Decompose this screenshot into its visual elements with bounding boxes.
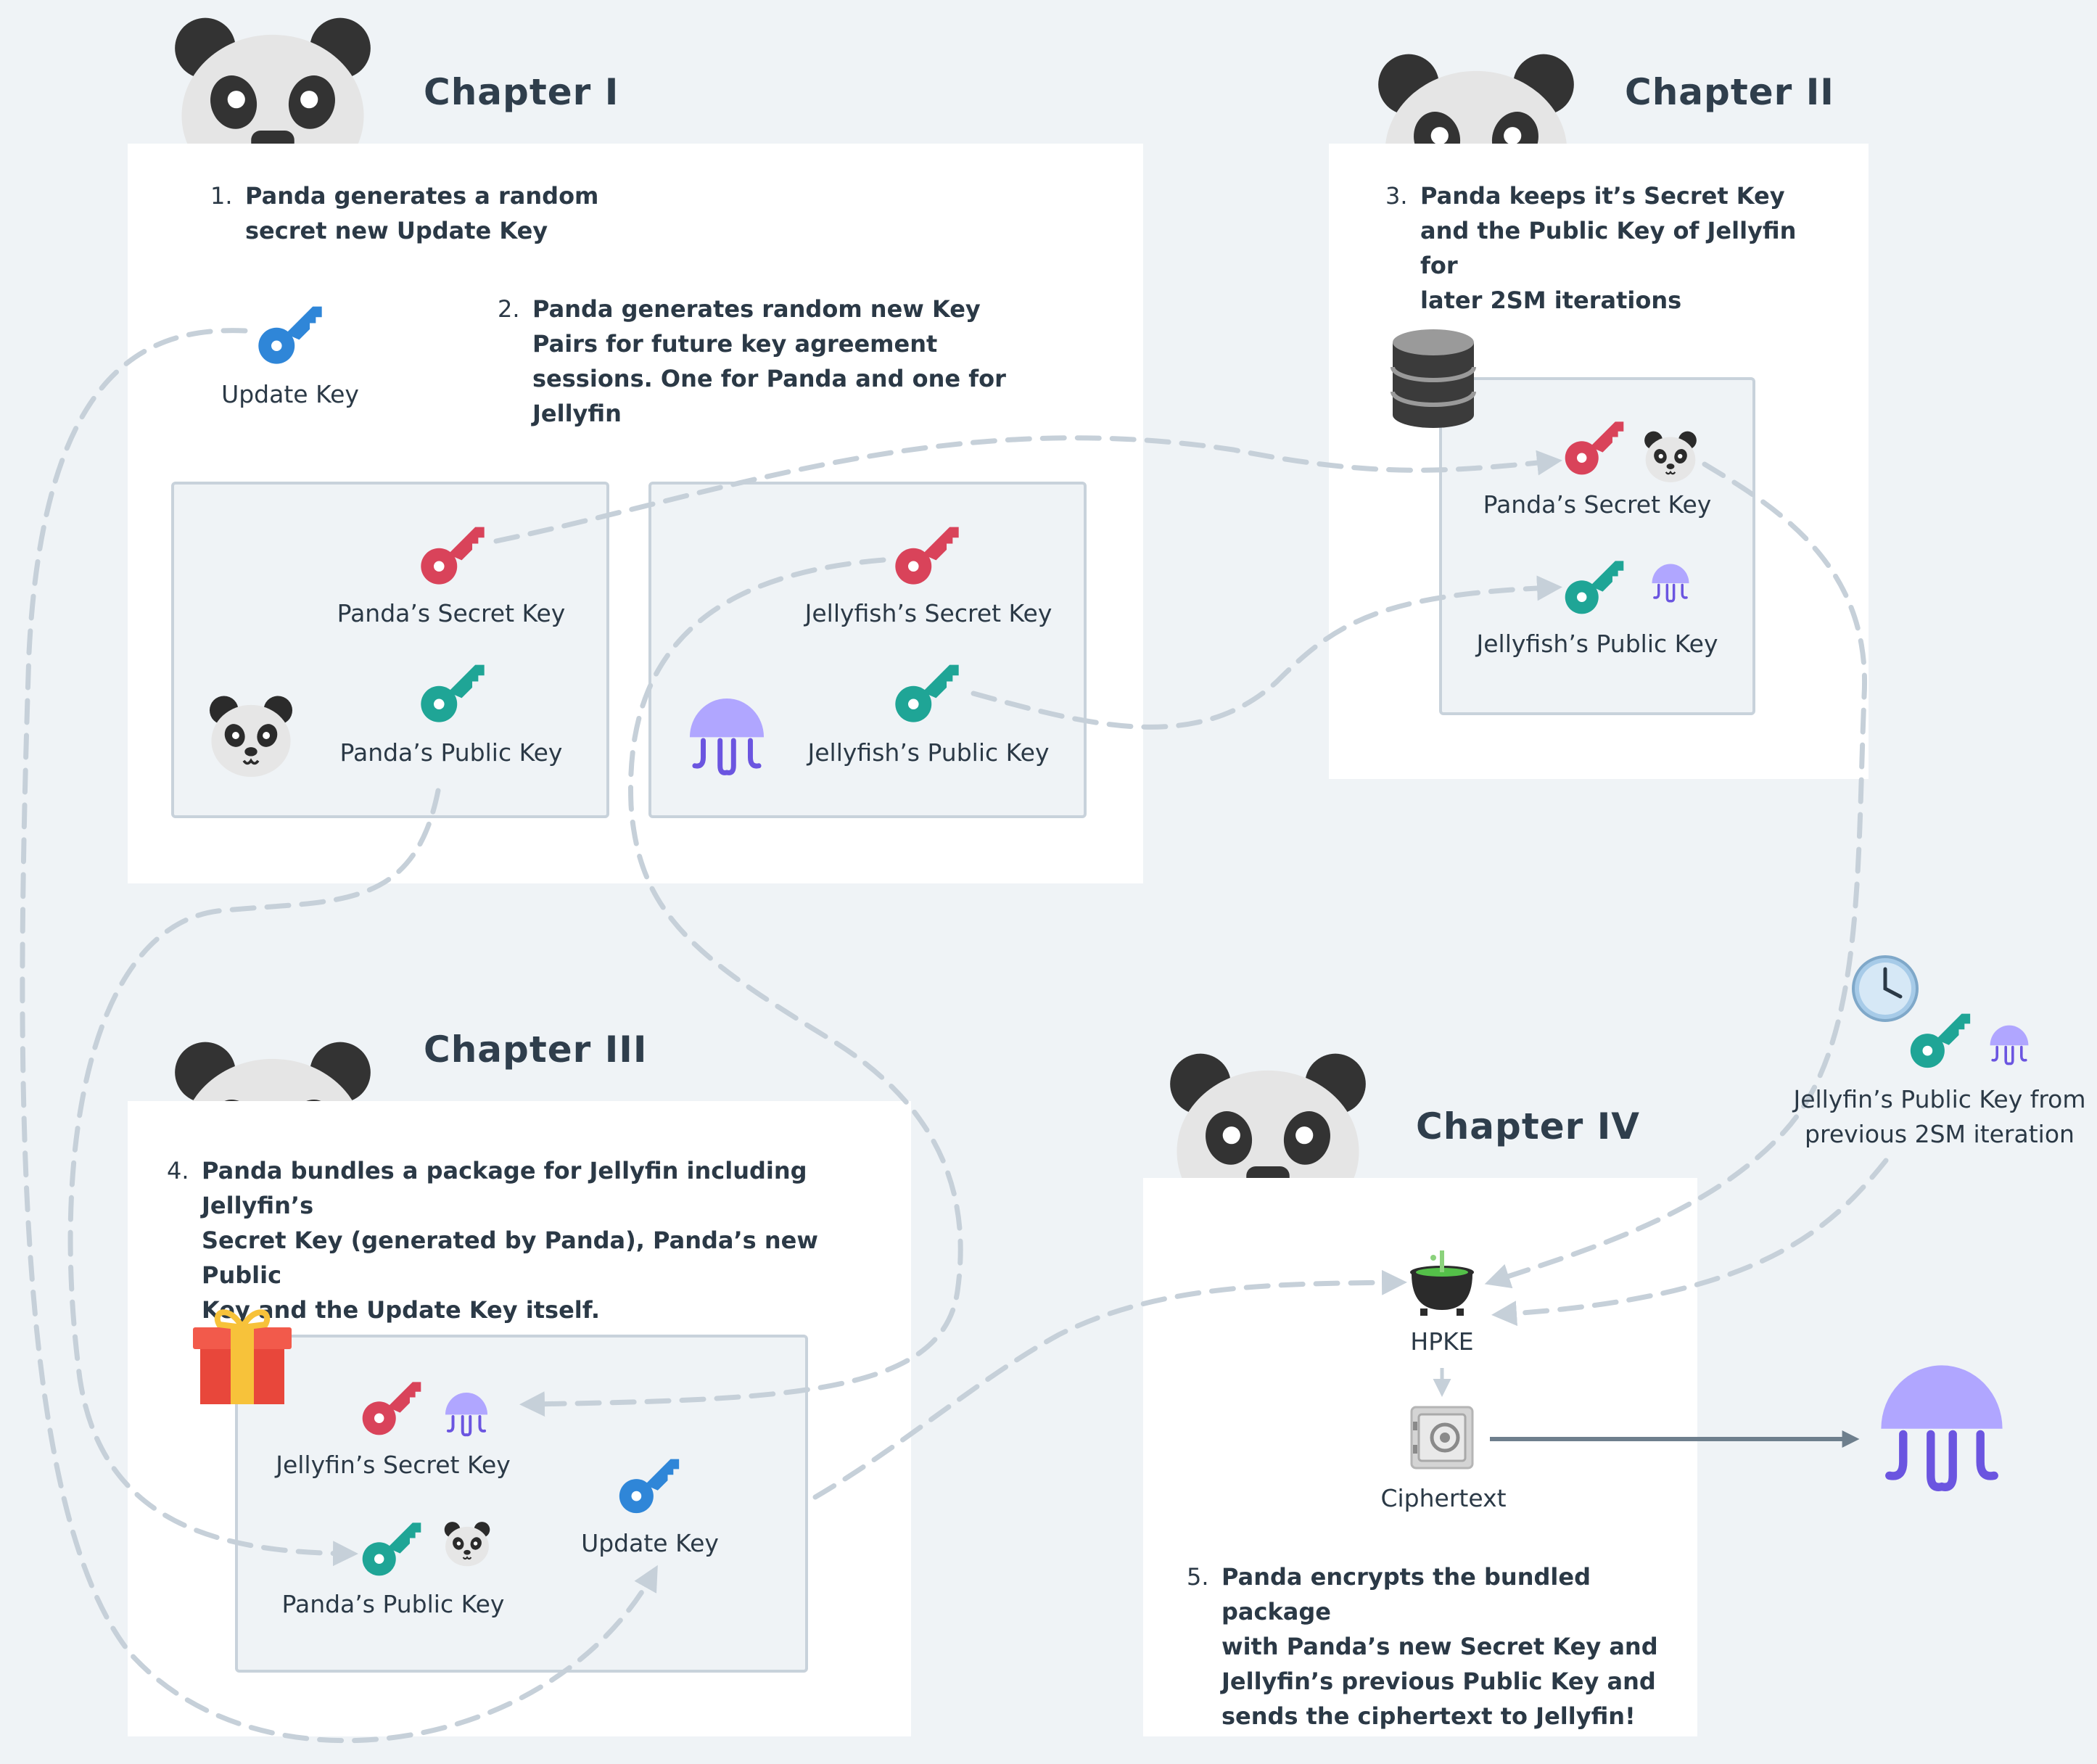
chapter-4-title: Chapter IV (1416, 1105, 1640, 1147)
panda-secret-key-label: Panda’s Secret Key (1483, 490, 1712, 519)
step-number: 2. (498, 295, 520, 323)
step-1-text: 1. Panda generates a random secret new U… (210, 178, 753, 248)
gift-icon (193, 1309, 292, 1404)
chapter-1-title: Chapter I (424, 71, 619, 113)
package-box (235, 1335, 808, 1673)
key-icon (362, 1382, 421, 1435)
step-line: Panda encrypts the bundled package (1221, 1563, 1591, 1625)
cauldron-icon (1410, 1250, 1474, 1316)
panda-public-key-label: Panda’s Public Key (339, 738, 563, 767)
previous-public-key-label: Jellyfin’s Public Key from previous 2SM … (1793, 1082, 2085, 1152)
step-line: sends the ciphertext to Jellyfin! (1221, 1702, 1636, 1730)
chapter-3-title: Chapter III (424, 1029, 648, 1071)
jellyfish-icon (1873, 1353, 2011, 1499)
step-line: Secret Key (generated by Panda), Panda’s… (202, 1227, 818, 1289)
key-icon (619, 1459, 680, 1514)
step-line: secret new Update Key (245, 217, 548, 244)
key-icon (1565, 561, 1624, 614)
step-2-text: 2. Panda generates random new Key Pairs … (498, 292, 1055, 431)
key-icon (258, 306, 322, 364)
step-number: 5. (1187, 1563, 1209, 1591)
jellyfish-icon (685, 691, 769, 780)
clock-icon (1852, 955, 1919, 1022)
jellyfin-secret-key-label: Jellyfin’s Secret Key (276, 1451, 511, 1479)
chapter-2-title: Chapter II (1625, 71, 1834, 113)
ciphertext-label: Ciphertext (1380, 1484, 1507, 1512)
jellyfish-public-key-label: Jellyfish’s Public Key (807, 738, 1050, 767)
panda-icon (1643, 430, 1698, 484)
step-line: Jellyfin (532, 400, 622, 427)
hpke-label: HPKE (1410, 1327, 1474, 1356)
step-line: Panda bundles a package for Jellyfin inc… (202, 1157, 807, 1219)
key-icon (362, 1522, 421, 1576)
label-line: Jellyfin’s Public Key from (1793, 1085, 2086, 1113)
key-icon (421, 527, 485, 585)
step-3-text: 3. Panda keeps it’s Secret Key and the P… (1385, 178, 1841, 318)
step-line: later 2SM iterations (1420, 287, 1682, 314)
stored-keys-box (1439, 377, 1755, 715)
step-line: Panda generates a random (245, 182, 599, 210)
panda-public-key-label: Panda’s Public Key (281, 1590, 505, 1618)
step-number: 4. (167, 1157, 189, 1184)
step-line: sessions. One for Panda and one for (532, 365, 1006, 392)
key-icon (421, 664, 485, 722)
step-line: Panda generates random new Key (532, 295, 981, 323)
step-4-text: 4. Panda bundles a package for Jellyfin … (167, 1153, 898, 1327)
jellyfish-public-key-label: Jellyfish’s Public Key (1476, 630, 1718, 658)
step-line: and the Public Key of Jellyfin for (1420, 217, 1797, 279)
step-number: 1. (210, 182, 233, 210)
jellyfish-secret-key-label: Jellyfish’s Secret Key (804, 599, 1052, 627)
key-icon (1565, 421, 1624, 475)
step-line: Key and the Update Key itself. (202, 1296, 601, 1324)
jellyfish-icon (1650, 562, 1691, 603)
key-icon (1910, 1013, 1971, 1068)
jellyfish-icon (1988, 1023, 2030, 1066)
label-line: previous 2SM iteration (1805, 1120, 2075, 1148)
step-number: 3. (1385, 182, 1408, 210)
step-line: Jellyfin’s previous Public Key and (1221, 1668, 1656, 1695)
key-icon (895, 664, 959, 722)
step-line: Panda keeps it’s Secret Key (1420, 182, 1785, 210)
update-key-label: Update Key (581, 1529, 719, 1557)
panda-secret-key-label: Panda’s Secret Key (337, 599, 566, 627)
key-icon (895, 527, 959, 585)
step-line: with Panda’s new Secret Key and (1221, 1633, 1658, 1660)
panda-icon (208, 694, 294, 778)
step-5-text: 5. Panda encrypts the bundled package wi… (1187, 1559, 1686, 1734)
jellyfish-icon (442, 1388, 490, 1439)
panda-icon (443, 1521, 491, 1567)
database-icon (1391, 329, 1476, 428)
step-line: Pairs for future key agreement (532, 330, 938, 358)
update-key-label: Update Key (221, 380, 359, 408)
safe-icon (1410, 1406, 1474, 1470)
